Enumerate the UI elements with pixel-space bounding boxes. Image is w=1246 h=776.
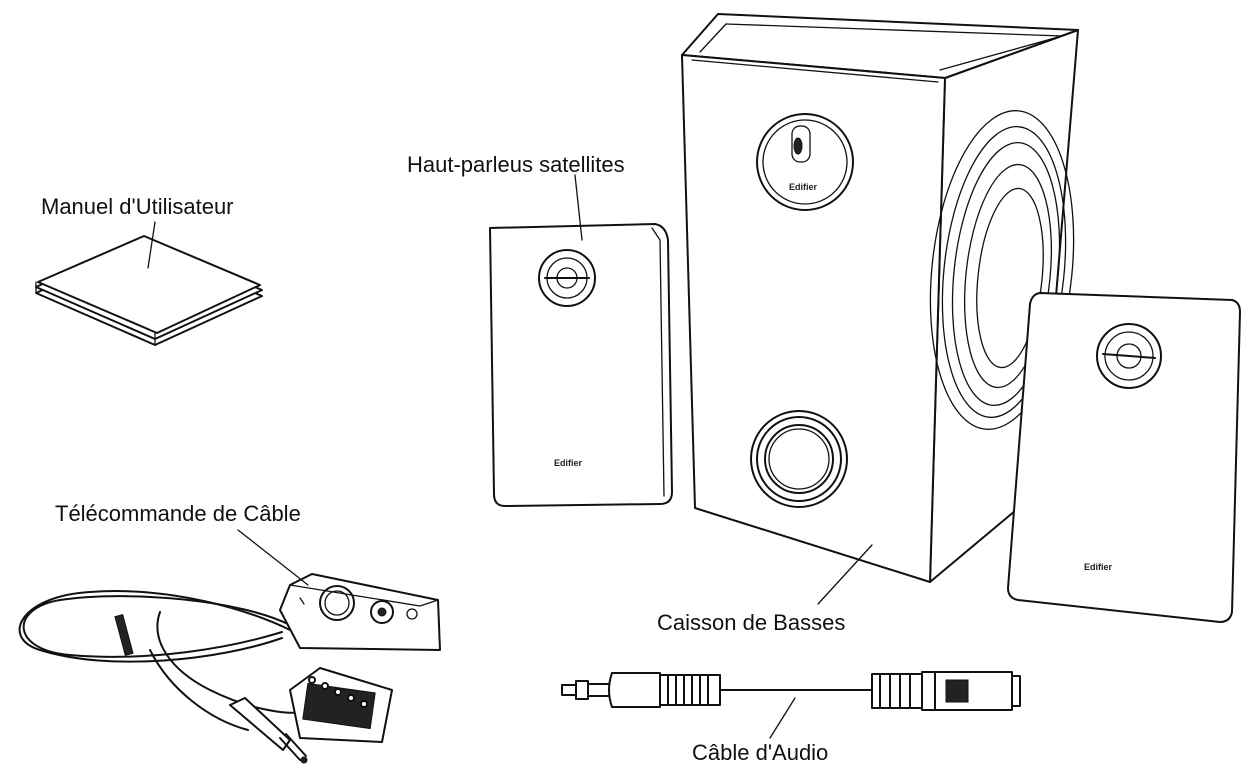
audio-cable bbox=[561, 671, 1021, 711]
right-satellite-brand: Edifier bbox=[1084, 562, 1113, 572]
cable-remote bbox=[18, 573, 441, 764]
user-manual bbox=[35, 235, 263, 346]
label-satellite-speakers: Haut-parleus satellites bbox=[407, 152, 625, 177]
left-satellite-brand: Edifier bbox=[554, 458, 583, 468]
manual-leader-line bbox=[147, 221, 156, 269]
label-user-manual: Manuel d'Utilisateur bbox=[41, 194, 234, 219]
subwoofer-brand-upper: Edifier bbox=[789, 182, 818, 192]
satellite-leader-line bbox=[574, 174, 583, 241]
audio-cable-leader-line bbox=[769, 697, 796, 739]
subwoofer-leader-line bbox=[817, 544, 873, 605]
left-satellite: Edifier bbox=[489, 223, 673, 507]
label-subwoofer: Caisson de Basses bbox=[657, 610, 845, 635]
right-satellite: Edifier bbox=[1007, 292, 1241, 623]
label-cable-remote: Télécommande de Câble bbox=[55, 501, 301, 526]
label-audio-cable: Câble d'Audio bbox=[692, 740, 828, 765]
remote-leader-line bbox=[237, 529, 309, 586]
